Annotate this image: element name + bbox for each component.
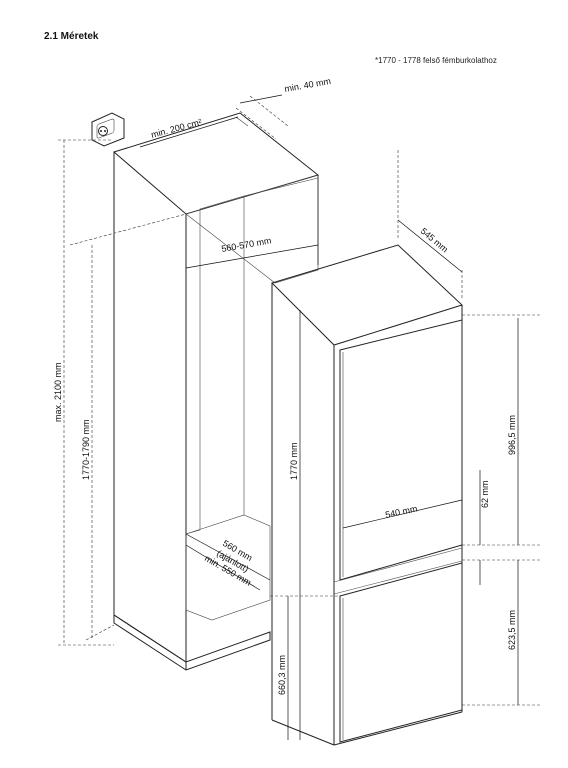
- dimension-lines: [58, 94, 542, 740]
- note-text: *1770 - 1778 felső fémburkolathoz: [375, 56, 497, 65]
- label-660: 660,3 mm: [277, 655, 287, 695]
- label-min-200: min. 200 cm²: [150, 117, 203, 140]
- cabinet-niche: [112, 112, 320, 671]
- label-max-2100: max. 2100 mm: [53, 362, 63, 422]
- label-min-40: min. 40 mm: [284, 76, 332, 94]
- fridge-appliance: [271, 244, 463, 746]
- label-62: 62 mm: [480, 480, 490, 508]
- label-996: 996,5 mm: [507, 415, 517, 455]
- label-540: 540 mm: [384, 503, 418, 520]
- label-560-570: 560-570 mm: [221, 235, 273, 254]
- section-title: 2.1 Méretek: [44, 31, 99, 42]
- label-1770-1790: 1770-1790 mm: [81, 419, 91, 480]
- label-545: 545 mm: [419, 226, 450, 255]
- label-1770: 1770 mm: [289, 442, 299, 480]
- label-623: 623,5 mm: [507, 610, 517, 650]
- power-socket-icon: [91, 112, 125, 147]
